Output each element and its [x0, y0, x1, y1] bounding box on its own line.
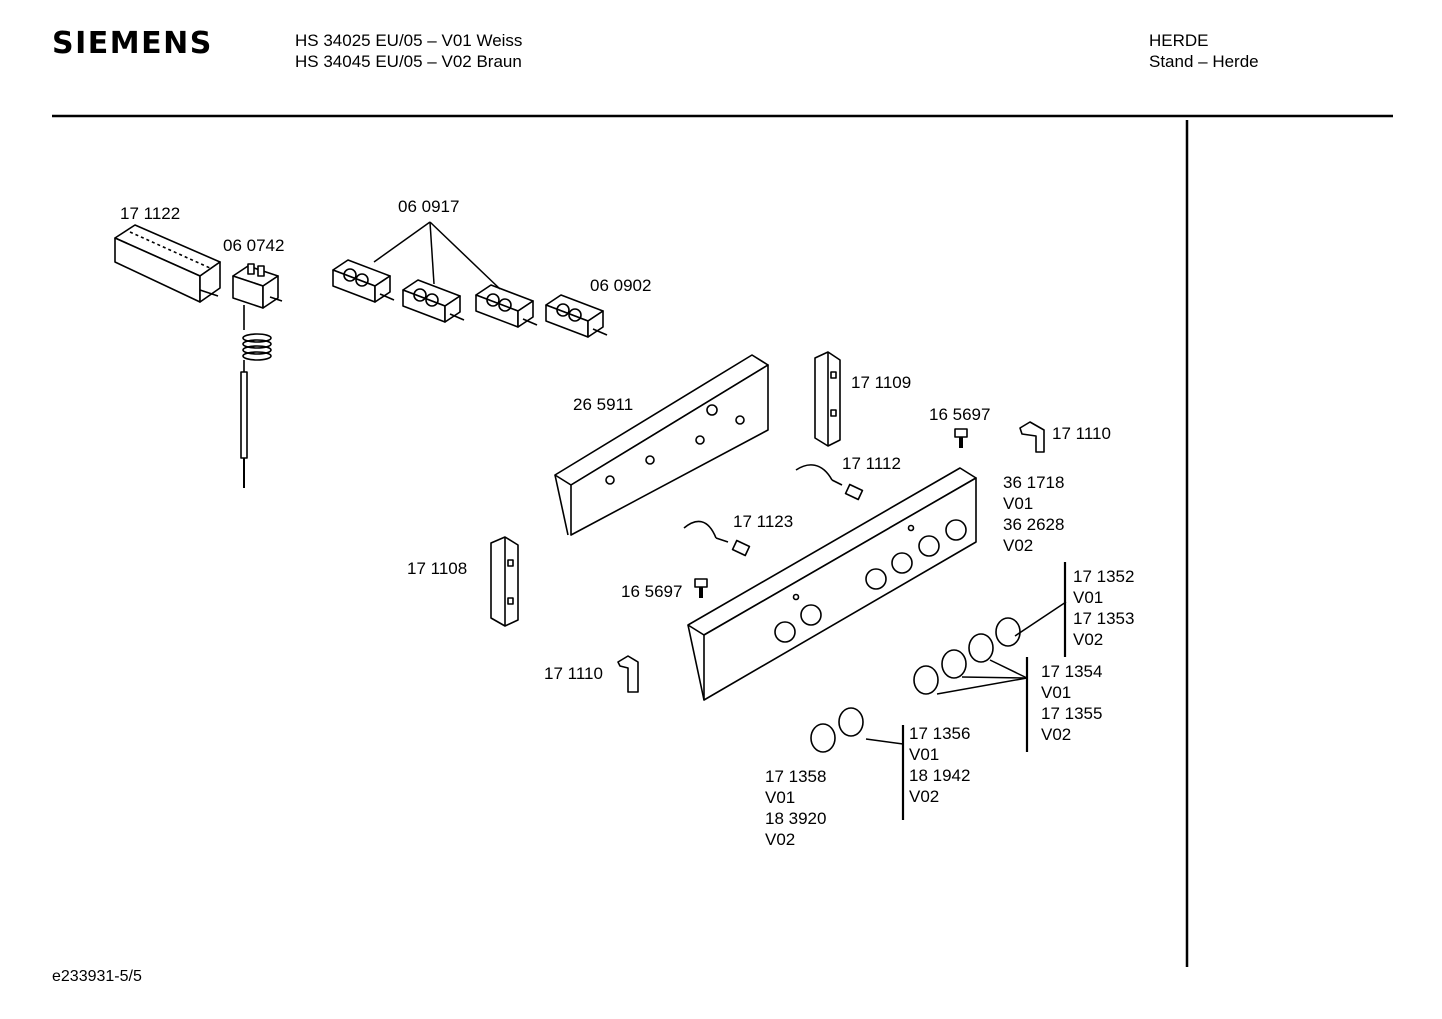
- label-line: 17 1358: [765, 767, 827, 786]
- label-171354-block: 17 1354 V01 17 1355 V02: [1041, 661, 1102, 745]
- label-line: 36 2628: [1003, 515, 1065, 534]
- label-line: 17 1355: [1041, 704, 1103, 723]
- label-line: V01: [1041, 683, 1072, 702]
- model-list: HS 34025 EU/05 – V01 Weiss HS 34045 EU/0…: [295, 30, 522, 72]
- model-line-2: HS 34045 EU/05 – V02 Braun: [295, 52, 522, 71]
- label-171356-block: 17 1356 V01 18 1942 V02: [909, 723, 970, 807]
- category-line-2: Stand – Herde: [1149, 52, 1259, 71]
- label-171122: 17 1122: [120, 204, 181, 223]
- document-id: e233931-5/5: [52, 968, 142, 985]
- lamp-wire-bottom: [683, 520, 751, 557]
- label-line: 36 1718: [1003, 473, 1065, 492]
- terminal-block-part: [114, 224, 221, 303]
- label-171110-bottom: 17 1110: [544, 664, 603, 683]
- label-line: V01: [765, 788, 796, 807]
- label-171108: 17 1108: [407, 559, 468, 578]
- rear-bracket-plate: [554, 354, 769, 536]
- label-line: 17 1353: [1073, 609, 1135, 628]
- label-line: 18 1942: [909, 766, 971, 785]
- knob-group-lower: [810, 707, 864, 753]
- category-line-1: HERDE: [1149, 31, 1209, 50]
- brand-logo: SIEMENS: [52, 26, 213, 61]
- selector-switch-3: [475, 284, 538, 328]
- selector-switch-4: [545, 294, 608, 338]
- clip-bottom: [617, 655, 639, 693]
- label-line: V02: [909, 787, 940, 806]
- label-171358-block: 17 1358 V01 18 3920 V02: [765, 766, 826, 850]
- label-171123: 17 1123: [733, 512, 794, 531]
- lamp-wire-top: [795, 464, 864, 501]
- leader-lines: [373, 221, 1067, 820]
- knob-group-upper: [913, 617, 1021, 695]
- label-060917: 06 0917: [398, 197, 460, 216]
- label-171112: 17 1112: [842, 454, 901, 473]
- control-panel: [687, 467, 977, 701]
- label-line: 18 3920: [765, 809, 827, 828]
- selector-switch-2: [402, 279, 465, 323]
- label-line: V02: [1041, 725, 1072, 744]
- category-block: HERDE Stand – Herde: [1149, 30, 1259, 72]
- label-171110-top: 17 1110: [1052, 424, 1111, 443]
- thermostat-part: [232, 263, 283, 488]
- label-361718-block: 36 1718 V01 36 2628 V02: [1003, 472, 1064, 556]
- side-bracket-top: [814, 351, 841, 447]
- model-line-1: HS 34025 EU/05 – V01 Weiss: [295, 31, 523, 50]
- screw-top: [954, 428, 968, 448]
- label-165697-top: 16 5697: [929, 405, 991, 424]
- label-060742: 06 0742: [223, 236, 285, 255]
- label-060902: 06 0902: [590, 276, 652, 295]
- screw-bottom: [694, 578, 708, 598]
- label-line: 17 1352: [1073, 567, 1135, 586]
- label-line: V02: [765, 830, 796, 849]
- label-line: V01: [1073, 588, 1104, 607]
- label-line: 17 1356: [909, 724, 971, 743]
- label-line: V01: [1003, 494, 1034, 513]
- label-171352-block: 17 1352 V01 17 1353 V02: [1073, 566, 1134, 650]
- side-bracket-bottom: [490, 536, 519, 627]
- selector-switch-1: [332, 259, 395, 303]
- label-line: V02: [1003, 536, 1034, 555]
- clip-top: [1019, 421, 1045, 453]
- label-line: V02: [1073, 630, 1104, 649]
- label-line: 17 1354: [1041, 662, 1103, 681]
- label-265911: 26 5911: [573, 395, 634, 414]
- label-171109: 17 1109: [851, 373, 912, 392]
- label-165697-bottom: 16 5697: [621, 582, 683, 601]
- label-line: V01: [909, 745, 940, 764]
